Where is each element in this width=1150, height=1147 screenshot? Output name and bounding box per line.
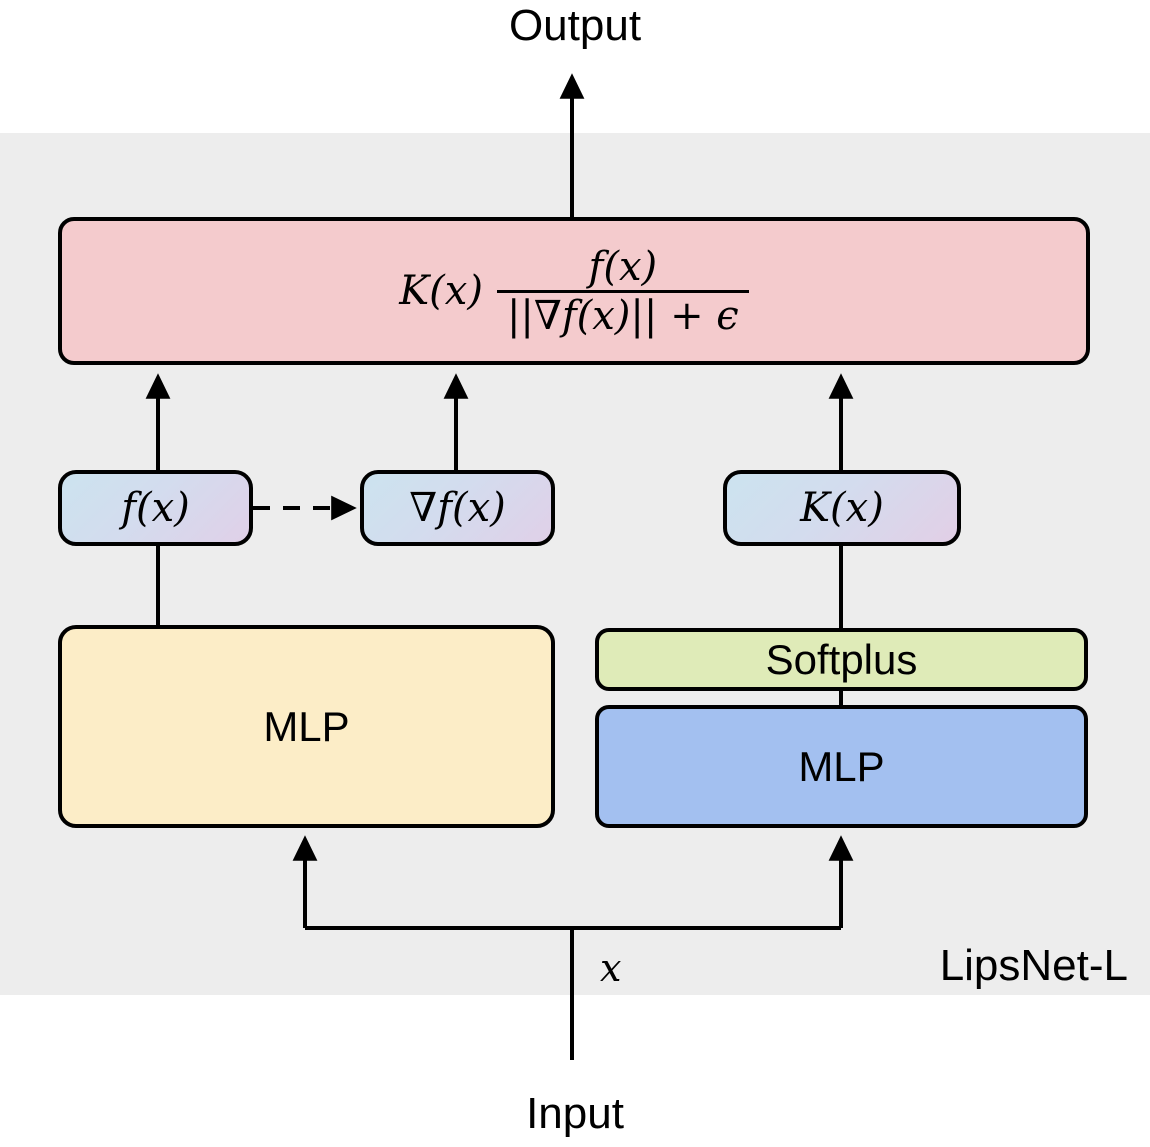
signal-label-x: x bbox=[600, 946, 622, 990]
node-mlp-right-label: MLP bbox=[798, 742, 885, 790]
node-mlp-left-label: MLP bbox=[263, 702, 350, 750]
node-grad-fx[interactable]: ∇f(x) bbox=[360, 470, 555, 546]
output-label: Output bbox=[508, 1, 642, 50]
fraction-bar bbox=[496, 289, 749, 293]
node-grad-fx-label: ∇f(x) bbox=[409, 485, 506, 531]
node-kx[interactable]: K(x) bbox=[723, 470, 961, 546]
node-mlp-right[interactable]: MLP bbox=[595, 705, 1088, 828]
formula-lead: K(x) bbox=[399, 268, 483, 314]
node-fx-label: f(x) bbox=[121, 485, 190, 531]
node-formula-box[interactable]: K(x) f(x) ||∇f(x)|| + ϵ bbox=[58, 217, 1090, 365]
node-fx[interactable]: f(x) bbox=[58, 470, 253, 546]
formula-expression: K(x) f(x) ||∇f(x)|| + ϵ bbox=[399, 243, 749, 339]
lipsnet-title-label: LipsNet-L bbox=[939, 941, 1128, 990]
node-softplus[interactable]: Softplus bbox=[595, 628, 1088, 691]
formula-numerator: f(x) bbox=[588, 243, 658, 290]
formula-fraction: f(x) ||∇f(x)|| + ϵ bbox=[496, 243, 749, 339]
node-kx-label: K(x) bbox=[800, 485, 884, 531]
node-mlp-left[interactable]: MLP bbox=[58, 625, 555, 828]
input-label: Input bbox=[526, 1089, 624, 1138]
node-softplus-label: Softplus bbox=[765, 635, 918, 683]
formula-denominator: ||∇f(x)|| + ϵ bbox=[506, 292, 739, 339]
